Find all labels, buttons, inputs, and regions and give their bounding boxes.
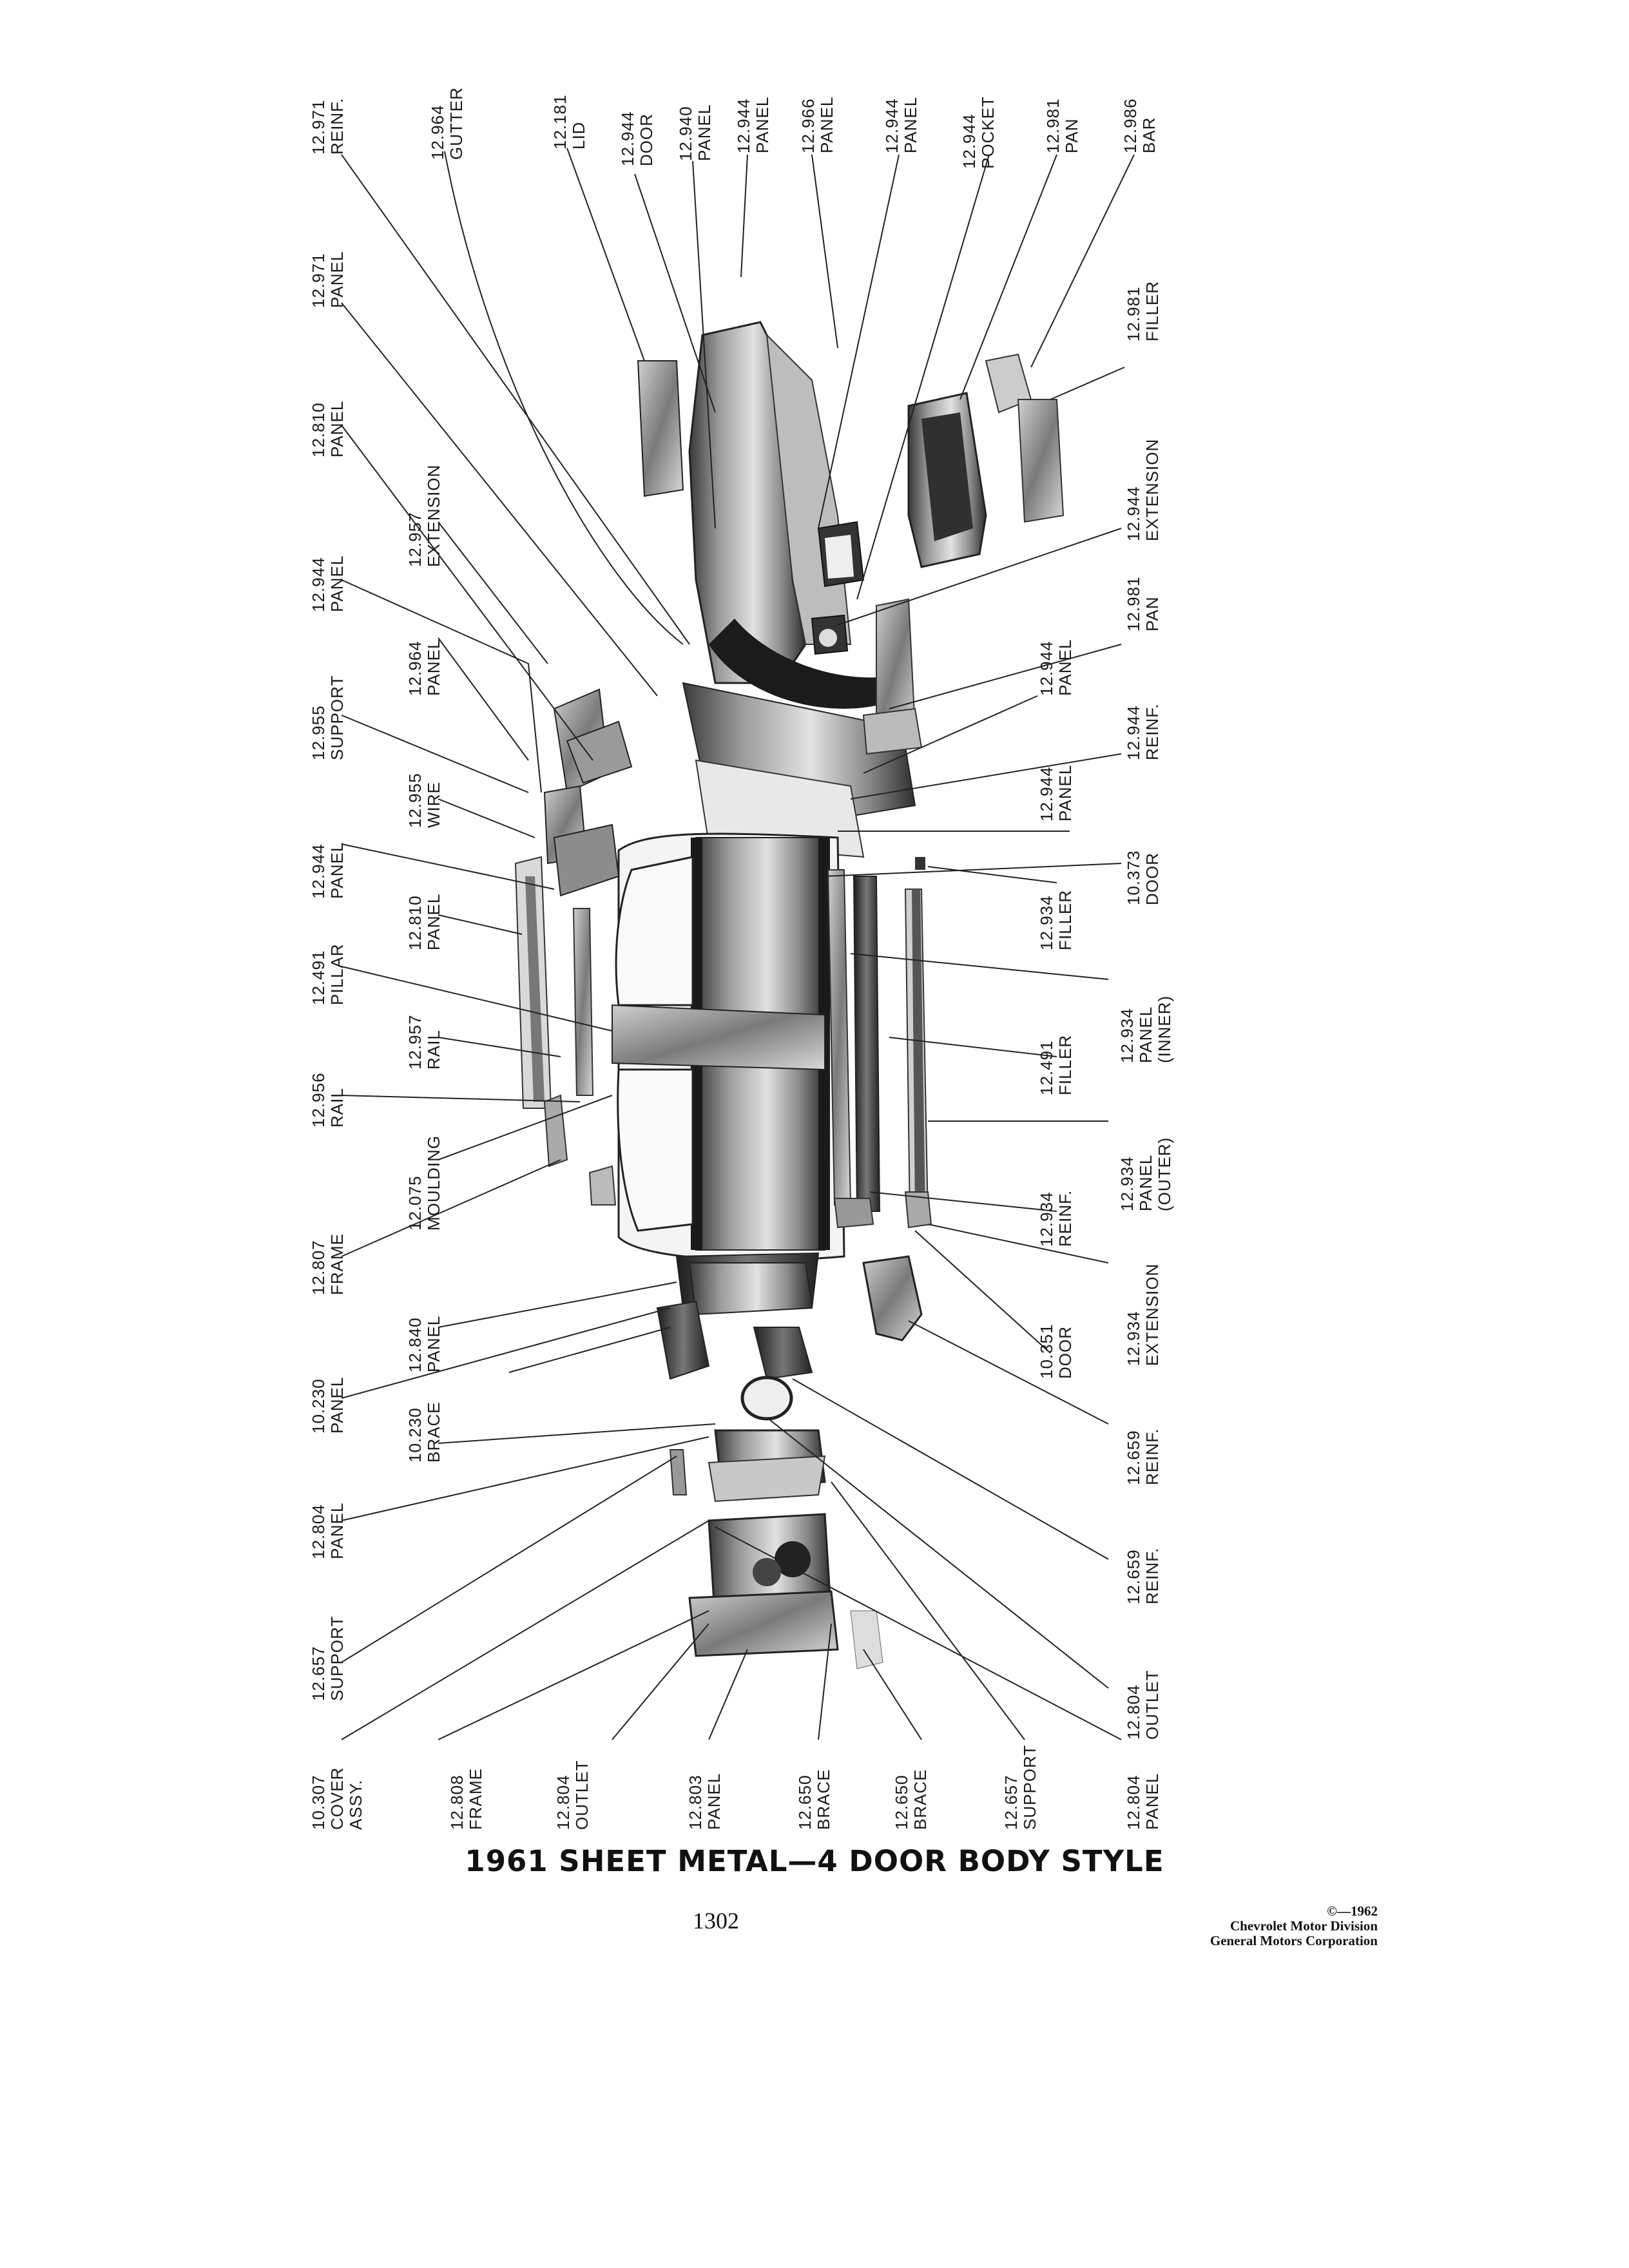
copyright-year: ©—1962	[1327, 1903, 1378, 1919]
copyright-corporation: General Motors Corporation	[1210, 1933, 1378, 1948]
front-end	[656, 1255, 923, 1669]
rear-right-parts	[811, 353, 1065, 755]
page-number: 1302	[693, 1908, 739, 1934]
copyright-block: ©—1962 Chevrolet Motor Division General …	[1210, 1904, 1378, 1948]
left-side-panels	[514, 688, 633, 1206]
door-panels	[827, 857, 932, 1229]
body-shell	[612, 321, 916, 1309]
copyright-division: Chevrolet Motor Division	[1229, 1918, 1378, 1934]
figure-title: 1961 SHEET METAL—4 DOOR BODY STYLE	[465, 1844, 1164, 1878]
leader-lines	[341, 148, 1135, 1740]
